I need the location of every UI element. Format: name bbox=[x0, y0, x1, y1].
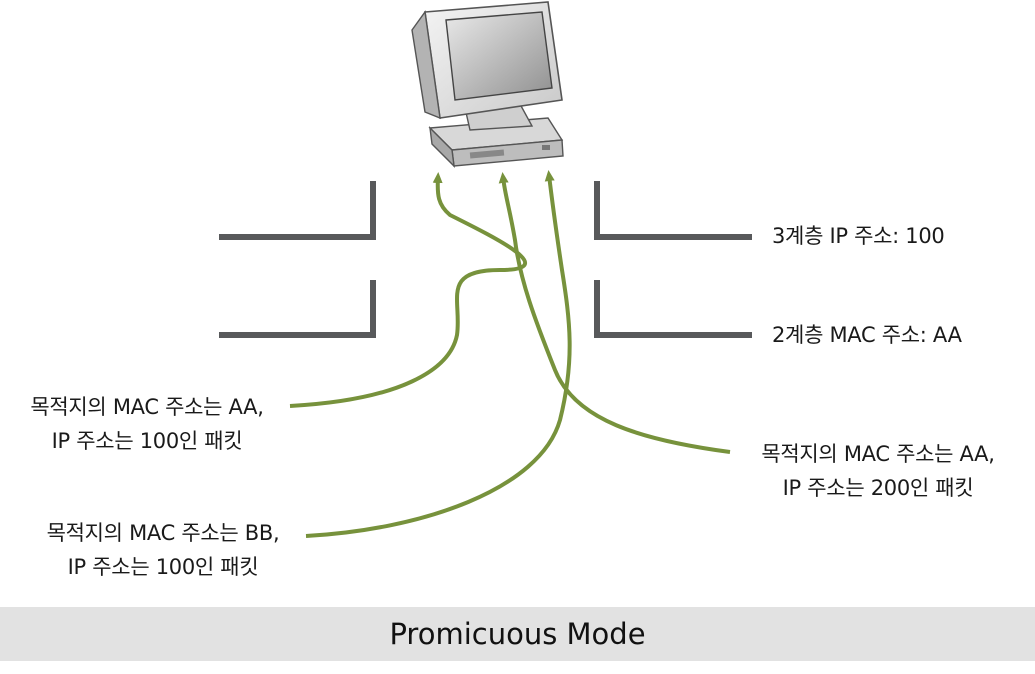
packet-label-line: 목적지의 MAC 주소는 AA, bbox=[761, 442, 995, 466]
layer-boundary-left bbox=[219, 181, 376, 338]
packet-label-line: IP 주소는 200인 패킷 bbox=[782, 476, 974, 500]
layer2-mac-label: 2계층 MAC 주소: AA bbox=[772, 323, 962, 347]
packet-label-line: IP 주소는 100인 패킷 bbox=[67, 555, 259, 579]
packet-label-line: 목적지의 MAC 주소는 AA, bbox=[30, 395, 264, 419]
caption-title: Promicuous Mode bbox=[389, 617, 646, 651]
network-diagram bbox=[219, 1, 752, 538]
packet-arrow-aa-100 bbox=[289, 172, 528, 408]
layer-boundary-right bbox=[594, 181, 752, 338]
packet-label-aa-100: 목적지의 MAC 주소는 AA, IP 주소는 100인 패킷 bbox=[2, 390, 292, 458]
packet-label-line: IP 주소는 100인 패킷 bbox=[51, 429, 243, 453]
computer-icon bbox=[411, 1, 564, 168]
packet-label-aa-200: 목적지의 MAC 주소는 AA, IP 주소는 200인 패킷 bbox=[728, 437, 1028, 505]
packet-label-line: 목적지의 MAC 주소는 BB, bbox=[46, 521, 280, 545]
packet-arrow-bb-100 bbox=[305, 170, 572, 538]
layer3-ip-label: 3계층 IP 주소: 100 bbox=[772, 224, 945, 248]
packet-arrow-aa-200 bbox=[498, 172, 731, 454]
packet-label-bb-100: 목적지의 MAC 주소는 BB, IP 주소는 100인 패킷 bbox=[18, 516, 308, 584]
caption-bar: Promicuous Mode bbox=[0, 607, 1035, 661]
